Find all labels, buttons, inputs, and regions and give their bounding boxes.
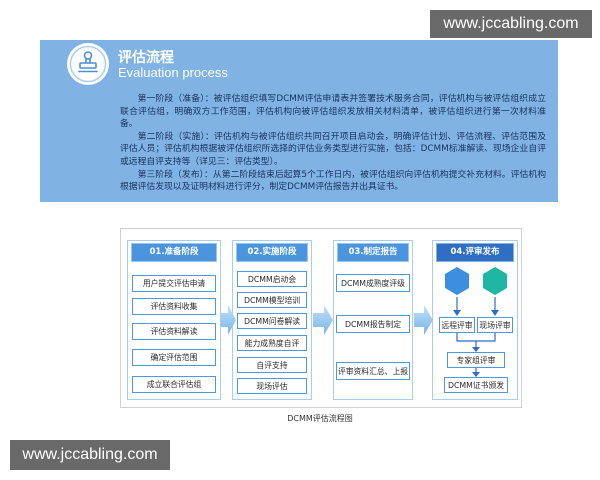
- seal-stamp-icon: [67, 43, 109, 85]
- flow-step: 能力成熟度自评: [237, 335, 307, 351]
- stage-3-description: 第三阶段（发布）：从第二阶段结束后起算5个工作日内，被评估组织向评估机构提交补充…: [120, 169, 546, 193]
- column-header-implement: 02.实施阶段: [236, 243, 308, 262]
- diagram-caption: DCMM评估流程图: [287, 414, 353, 423]
- flow-step: 评估资料解读: [132, 323, 216, 340]
- expert-review-step: 专家组评审: [447, 352, 505, 368]
- certificate-issue-step: DCMM证书颁发: [444, 377, 508, 393]
- onsite-review-step: 现场评审: [477, 317, 513, 333]
- flow-step: DCMM启动会: [237, 271, 307, 287]
- flow-step: DCMM问卷解读: [237, 313, 307, 329]
- flow-step: DCMM模型培训: [237, 292, 307, 308]
- flow-step: 成立联合评估组: [132, 376, 216, 393]
- flow-step: DCMM报告制定: [336, 315, 410, 333]
- column-header-prepare: 01.准备阶段: [131, 243, 217, 262]
- stage-2-description: 第二阶段（实施）：评估机构与被评估组织共同召开项目启动会，明确评估计划、评估流程…: [120, 131, 546, 167]
- stage-descriptions: 第一阶段（准备）：被评估组织填写DCMM评估申请表并签署技术服务合同，评估机构与…: [120, 93, 546, 194]
- column-header-review: 04.评审发布: [436, 243, 514, 262]
- column-header-report: 03.制定报告: [337, 243, 409, 262]
- flow-step: DCMM成熟度评级: [336, 274, 410, 292]
- evaluation-process-banner: [40, 40, 558, 202]
- banner-subtitle: Evaluation process: [118, 65, 228, 80]
- watermark-top: www.jccabling.com: [430, 10, 592, 38]
- flow-step: 用户提交评估申请: [132, 275, 216, 292]
- flow-step: 现场评估: [237, 378, 307, 394]
- flow-step: 评审资料汇总、上报: [336, 362, 410, 380]
- watermark-bottom: www.jccabling.com: [10, 440, 170, 470]
- column-prepare: [127, 240, 221, 400]
- banner-title: 评估流程: [118, 50, 174, 66]
- flow-step: 确定评估范围: [132, 349, 216, 366]
- remote-review-step: 远程评审: [439, 317, 475, 333]
- flow-step: 自评支持: [237, 357, 307, 373]
- flow-step: 评估资料收集: [132, 298, 216, 315]
- stage-1-description: 第一阶段（准备）：被评估组织填写DCMM评估申请表并签署技术服务合同，评估机构与…: [120, 94, 546, 130]
